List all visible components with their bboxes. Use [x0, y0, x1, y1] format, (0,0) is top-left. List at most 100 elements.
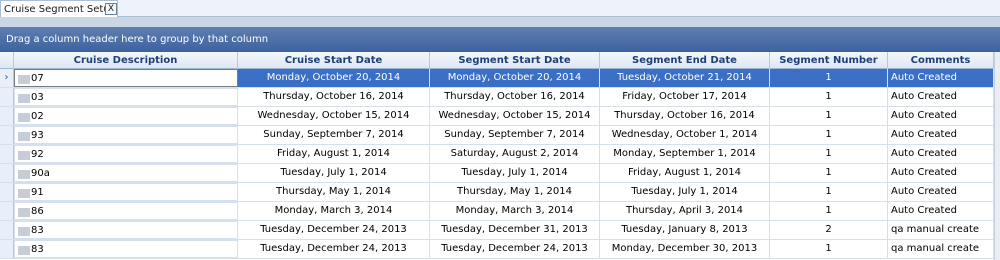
tab-cruise-segment-setup[interactable]: Cruise Segment Setup X	[0, 0, 118, 17]
cell-segment-start-date[interactable]: Thursday, October 16, 2014	[430, 88, 600, 106]
group-by-panel[interactable]: Drag a column header here to group by th…	[0, 27, 1000, 52]
row-indicator[interactable]	[0, 221, 14, 239]
column-header-segment-number[interactable]: Segment Number	[770, 52, 888, 69]
cell-comments[interactable]: Auto Created	[888, 202, 994, 220]
row-indicator[interactable]	[0, 145, 14, 163]
cell-comments[interactable]: Auto Created	[888, 126, 994, 144]
cell-cruise-description[interactable]: 83	[14, 221, 238, 239]
cruise-description-text: 91	[31, 187, 44, 198]
redacted-text	[18, 207, 30, 217]
column-header-cruise-description[interactable]: Cruise Description	[14, 52, 238, 69]
cell-segment-number[interactable]: 2	[770, 221, 888, 239]
row-indicator[interactable]	[0, 202, 14, 220]
cruise-description-text: 93	[31, 130, 44, 141]
cell-cruise-start-date[interactable]: Wednesday, October 15, 2014	[238, 107, 430, 125]
tab-label: Cruise Segment Setup	[4, 3, 117, 15]
cell-segment-start-date[interactable]: Thursday, May 1, 2014	[430, 183, 600, 201]
cell-cruise-description[interactable]: 91	[14, 183, 238, 201]
cell-segment-start-date[interactable]: Tuesday, December 31, 2013	[430, 221, 600, 239]
cell-segment-end-date[interactable]: Monday, September 1, 2014	[600, 145, 770, 163]
row-indicator[interactable]	[0, 88, 14, 106]
cell-segment-start-date[interactable]: Monday, March 3, 2014	[430, 202, 600, 220]
cell-cruise-start-date[interactable]: Tuesday, December 24, 2013	[238, 240, 430, 258]
cell-segment-number[interactable]: 1	[770, 107, 888, 125]
cell-segment-start-date[interactable]: Tuesday, December 24, 2013	[430, 240, 600, 258]
cell-comments[interactable]: Auto Created	[888, 107, 994, 125]
cell-comments[interactable]: Auto Created	[888, 183, 994, 201]
cell-segment-number[interactable]: 1	[770, 240, 888, 258]
cell-segment-number[interactable]: 1	[770, 202, 888, 220]
cell-segment-number[interactable]: 1	[770, 183, 888, 201]
cell-cruise-start-date[interactable]: Thursday, October 16, 2014	[238, 88, 430, 106]
vertical-scrollbar[interactable]	[994, 52, 1000, 260]
cell-segment-number[interactable]: 1	[770, 145, 888, 163]
cell-cruise-start-date[interactable]: Monday, October 20, 2014	[238, 69, 430, 87]
cell-segment-end-date[interactable]: Friday, August 1, 2014	[600, 164, 770, 182]
cell-comments[interactable]: Auto Created	[888, 69, 994, 87]
cell-segment-end-date[interactable]: Tuesday, July 1, 2014	[600, 183, 770, 201]
cell-segment-start-date[interactable]: Saturday, August 2, 2014	[430, 145, 600, 163]
cell-segment-end-date[interactable]: Friday, October 17, 2014	[600, 88, 770, 106]
cruise-segment-grid: Cruise Description Cruise Start Date Seg…	[0, 52, 1000, 259]
cell-segment-start-date[interactable]: Monday, October 20, 2014	[430, 69, 600, 87]
cell-segment-end-date[interactable]: Tuesday, October 21, 2014	[600, 69, 770, 87]
cell-cruise-description[interactable]: 03	[14, 88, 238, 106]
column-header-segment-end-date[interactable]: Segment End Date	[600, 52, 770, 69]
cell-cruise-start-date[interactable]: Sunday, September 7, 2014	[238, 126, 430, 144]
cell-cruise-start-date[interactable]: Monday, March 3, 2014	[238, 202, 430, 220]
cell-cruise-start-date[interactable]: Tuesday, July 1, 2014	[238, 164, 430, 182]
cell-cruise-start-date[interactable]: Thursday, May 1, 2014	[238, 183, 430, 201]
cell-cruise-start-date[interactable]: Friday, August 1, 2014	[238, 145, 430, 163]
row-indicator[interactable]	[0, 126, 14, 144]
row-indicator[interactable]	[0, 164, 14, 182]
document-tabstrip: Cruise Segment Setup X	[0, 0, 1000, 17]
row-indicator[interactable]	[0, 240, 14, 258]
cell-segment-start-date[interactable]: Sunday, September 7, 2014	[430, 126, 600, 144]
cell-cruise-description[interactable]: 02	[14, 107, 238, 125]
cell-cruise-description[interactable]: 86	[14, 202, 238, 220]
cell-segment-end-date[interactable]: Thursday, April 3, 2014	[600, 202, 770, 220]
cruise-description-text: 03	[31, 92, 44, 103]
cell-cruise-description[interactable]: 07	[14, 69, 238, 87]
cell-cruise-description[interactable]: 92	[14, 145, 238, 163]
cell-cruise-start-date[interactable]: Tuesday, December 24, 2013	[238, 221, 430, 239]
column-header-cruise-start-date[interactable]: Cruise Start Date	[238, 52, 430, 69]
cell-segment-number[interactable]: 1	[770, 69, 888, 87]
current-row-indicator-icon[interactable]: ›	[0, 69, 14, 87]
cell-comments[interactable]: Auto Created	[888, 145, 994, 163]
close-icon[interactable]: X	[105, 3, 117, 15]
cell-segment-end-date[interactable]: Tuesday, January 8, 2013	[600, 221, 770, 239]
cell-comments[interactable]: qa manual create	[888, 221, 994, 239]
cell-comments[interactable]: qa manual create	[888, 240, 994, 258]
cell-segment-end-date[interactable]: Thursday, October 16, 2014	[600, 107, 770, 125]
cell-cruise-description[interactable]: 93	[14, 126, 238, 144]
row-indicator[interactable]	[0, 183, 14, 201]
cell-segment-number[interactable]: 1	[770, 126, 888, 144]
cell-comments[interactable]: Auto Created	[888, 164, 994, 182]
column-header-comments[interactable]: Comments	[888, 52, 994, 69]
cell-segment-number[interactable]: 1	[770, 164, 888, 182]
cell-segment-end-date[interactable]: Wednesday, October 1, 2014	[600, 126, 770, 144]
cell-segment-start-date[interactable]: Wednesday, October 15, 2014	[430, 107, 600, 125]
cell-cruise-description[interactable]: 83	[14, 240, 238, 258]
column-header-segment-start-date[interactable]: Segment Start Date	[430, 52, 600, 69]
redacted-text	[18, 150, 30, 160]
cell-segment-number[interactable]: 1	[770, 88, 888, 106]
cell-comments[interactable]: Auto Created	[888, 88, 994, 106]
cell-cruise-description[interactable]: 90a	[14, 164, 238, 182]
cell-segment-start-date[interactable]: Tuesday, July 1, 2014	[430, 164, 600, 182]
redacted-text	[18, 74, 30, 84]
cell-segment-end-date[interactable]: Monday, December 30, 2013	[600, 240, 770, 258]
row-indicator[interactable]	[0, 107, 14, 125]
